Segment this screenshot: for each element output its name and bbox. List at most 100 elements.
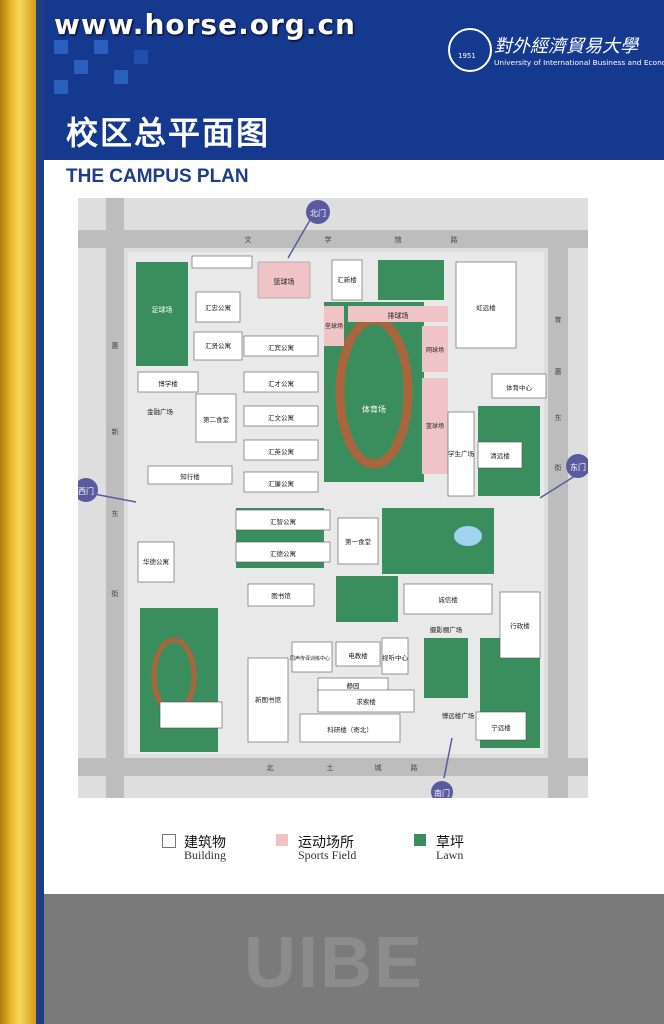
label-jingyuan: 静园 [347, 681, 360, 690]
building-xuesheng [447, 411, 475, 497]
road-south-1: 北 [267, 764, 274, 772]
building-keyan [299, 713, 401, 743]
basketball-north [257, 261, 311, 299]
label-xingzheng: 行政楼 [510, 621, 530, 630]
softball-field [324, 306, 344, 346]
page-title-cn: 校区总平面图 [66, 114, 271, 152]
road-north-4: 路 [451, 235, 458, 244]
road-north-1: 文 [245, 235, 252, 244]
building-huilian [243, 471, 319, 493]
building-huizhi [235, 509, 331, 531]
logo-name-en: University of International Business and… [494, 58, 664, 67]
west-gate-label: 西门 [78, 486, 94, 496]
stadium-label: 体育场 [362, 404, 386, 414]
building-diaojiao [335, 641, 381, 667]
volleyball-label: 排球场 [388, 311, 409, 320]
label-tiyu: 体育中心 [506, 383, 533, 392]
header-banner: www.horse.org.cn 校区总平面图 1951 對外經濟貿易大學 Un… [44, 0, 664, 160]
logo-name-cn: 對外經濟貿易大學 [494, 36, 638, 57]
softball-label: 垒球场 [325, 322, 343, 330]
building-huide [235, 541, 331, 563]
building-xingzheng [499, 591, 541, 659]
building-huaxin [331, 259, 363, 301]
east-road [548, 238, 568, 798]
football-lawn [136, 262, 188, 366]
south-gate-marker [431, 781, 453, 798]
label-keyan: 科研楼（寄北） [327, 725, 373, 734]
seal-icon [448, 28, 492, 72]
logo-year: 1951 [458, 52, 476, 60]
label-shiting: 视听中心 [382, 653, 409, 662]
label-huicai: 汇才公寓 [268, 379, 294, 388]
label-huade: 华德公寓 [143, 557, 169, 566]
building-shiting [381, 637, 409, 675]
label-huiwen: 汇文公寓 [268, 413, 294, 422]
label-xuesheng: 学生广场 [448, 449, 475, 458]
footer-band: UIBE [44, 894, 664, 1024]
road-east-3: 东 [555, 413, 562, 422]
site-watermark: www.horse.org.cn [54, 8, 356, 41]
label-huibin: 汇宾公寓 [268, 343, 294, 352]
building-qingyuan [477, 441, 523, 469]
label-qingyuan: 清远楼 [490, 451, 510, 460]
east-gate-marker [566, 454, 588, 478]
book-spine [0, 0, 36, 1024]
basketball-east [422, 378, 448, 474]
footer-logo: UIBE [244, 923, 425, 1003]
campus-map: 体育场 [78, 198, 588, 798]
basketball-east-label: 篮球场 [426, 422, 444, 430]
north-gate-pointer [287, 219, 311, 259]
north-gate-marker [306, 200, 330, 224]
deco-square [94, 40, 108, 54]
label-huiying: 汇英公寓 [268, 447, 294, 456]
deco-square [74, 60, 88, 74]
building-huiwen [243, 405, 319, 427]
spine-edge [36, 0, 44, 1024]
building-chengxin [403, 583, 493, 615]
building-diyi [337, 517, 379, 565]
label-hongyuan: 虹远楼 [476, 303, 496, 312]
building-ningyuan [475, 711, 527, 741]
building-dier [195, 393, 237, 443]
road-west-4: 街 [112, 589, 119, 598]
deco-square [54, 80, 68, 94]
label-huixian: 汇贤公寓 [205, 341, 231, 350]
legend-lawn-en: Lawn [436, 848, 464, 862]
label-sheying: 摄影棚广场 [430, 625, 463, 634]
label-qiuchong: 求索楼 [356, 697, 376, 706]
road-west-1: 惠 [112, 341, 119, 350]
road-west-2: 新 [112, 427, 119, 436]
deco-square [54, 40, 68, 54]
building-huade [137, 541, 175, 583]
road-south-2: 土 [327, 763, 334, 772]
label-tongsheng: 同声传译训练中心 [290, 655, 330, 662]
label-chengxin: 诚信楼 [438, 595, 458, 604]
label-huizhong: 汇忠公寓 [205, 303, 231, 312]
legend-building-en: Building [184, 848, 227, 862]
west-gate-pointer [93, 493, 137, 503]
deco-square [114, 70, 128, 84]
road-west-3: 东 [112, 509, 119, 518]
building-huixian [193, 331, 243, 361]
legend-sports-en: Sports Field [298, 848, 357, 862]
label-jinrong: 金融广场 [147, 407, 174, 416]
page-title-en: THE CAMPUS PLAN [66, 166, 249, 187]
label-huizhi: 汇智公寓 [270, 517, 296, 526]
label-ningyuan: 宁远楼 [491, 723, 511, 732]
label-huide: 汇德公寓 [270, 549, 296, 558]
label-zhixing: 知行楼 [180, 472, 200, 481]
building-zhixing [147, 465, 233, 485]
legend-sports-swatch [276, 834, 288, 846]
building-tiyu [491, 373, 547, 399]
label-dier: 第二食堂 [203, 415, 230, 424]
building-north-strip [191, 255, 253, 269]
building-huiying [243, 439, 319, 461]
label-tushuguan: 图书馆 [271, 591, 291, 600]
building-tushuguan [247, 583, 315, 607]
label-boxue: 博学楼 [158, 379, 178, 388]
building-qiuchong [317, 689, 415, 713]
university-logo: 1951 對外經濟貿易大學 University of Internationa… [448, 28, 664, 72]
ne-lawn [378, 260, 444, 300]
north-road [78, 230, 588, 248]
legend-lawn-swatch [414, 834, 426, 846]
